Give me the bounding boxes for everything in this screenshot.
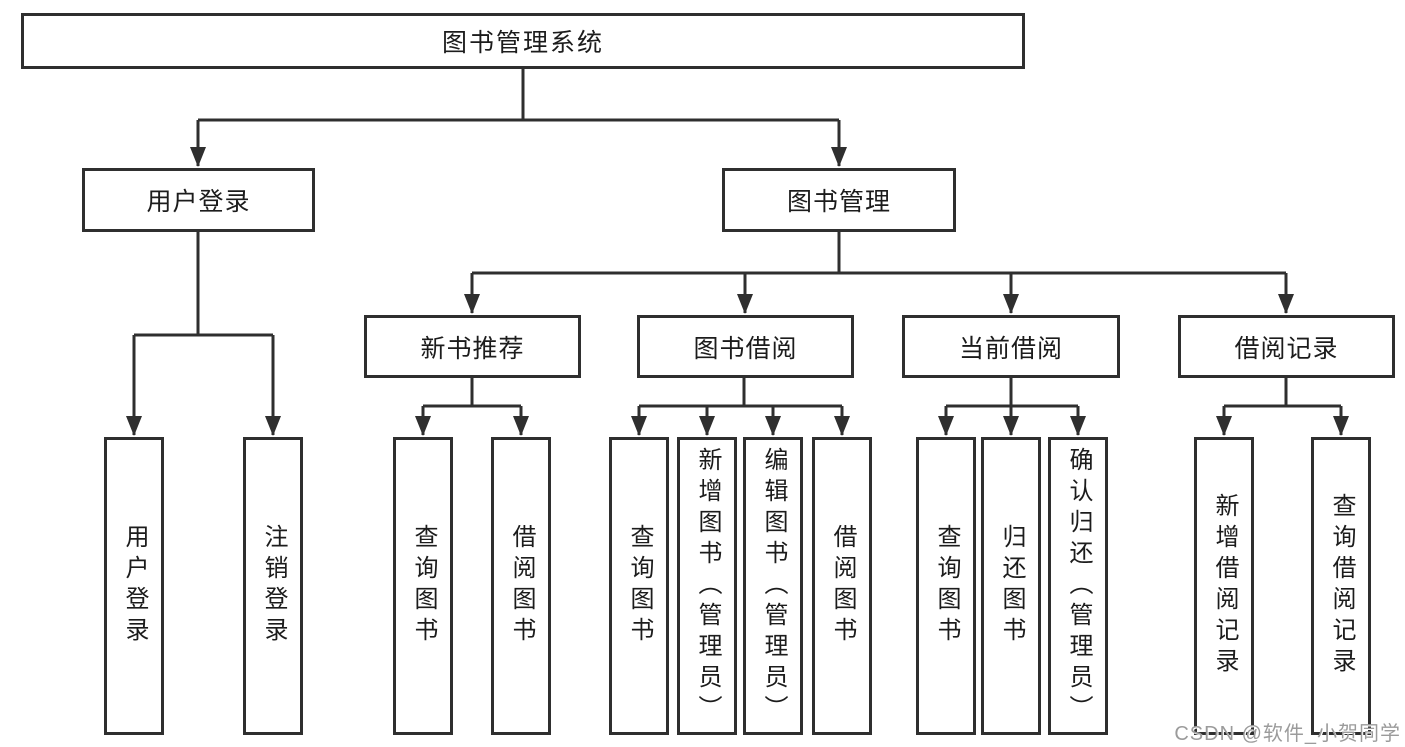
- node-label: 查询图书: [933, 524, 960, 648]
- csdn-watermark: CSDN @软件_小贺同学: [1174, 723, 1401, 745]
- node-label: 新增借阅记录: [1211, 493, 1238, 679]
- node-label: 当前借阅: [958, 334, 1063, 363]
- leaf-records-query-record: 查询借阅记录: [1311, 437, 1371, 735]
- node-label: 图书借阅: [693, 334, 798, 363]
- node-label: 用户登录: [146, 188, 251, 216]
- node-label: 查询借阅记录: [1328, 493, 1355, 679]
- leaf-borrowing-edit-books-admin: 编辑图书（管理员）: [743, 437, 803, 735]
- node-label: 查询图书: [626, 524, 653, 648]
- node-user-login: 用户登录: [82, 168, 315, 232]
- leaf-current-confirm-return-admin: 确认归还（管理员）: [1048, 437, 1108, 735]
- node-label: 用户登录: [121, 524, 148, 648]
- node-new-book-recommend: 新书推荐: [364, 315, 581, 378]
- leaf-logout: 注销登录: [243, 437, 303, 735]
- node-label: 图书管理系统: [441, 29, 604, 57]
- node-label: 借阅记录: [1234, 334, 1339, 363]
- node-book-borrowing: 图书借阅: [637, 315, 854, 378]
- node-label: 新增图书（管理员）: [694, 446, 721, 726]
- node-root: 图书管理系统: [21, 13, 1025, 69]
- node-book-management: 图书管理: [722, 168, 956, 232]
- node-label: 查询图书: [410, 524, 437, 648]
- leaf-current-return-books: 归还图书: [981, 437, 1041, 735]
- leaf-borrowing-add-books-admin: 新增图书（管理员）: [677, 437, 737, 735]
- node-label: 归还图书: [998, 524, 1025, 648]
- leaf-user-login: 用户登录: [104, 437, 164, 735]
- leaf-recommend-query-books: 查询图书: [393, 437, 453, 735]
- node-label: 注销登录: [260, 524, 287, 648]
- leaf-borrowing-borrow-books: 借阅图书: [812, 437, 872, 735]
- leaf-current-query-books: 查询图书: [916, 437, 976, 735]
- node-label: 借阅图书: [829, 524, 856, 648]
- leaf-records-add-record: 新增借阅记录: [1194, 437, 1254, 735]
- leaf-recommend-borrow-books: 借阅图书: [491, 437, 551, 735]
- node-label: 编辑图书（管理员）: [760, 446, 787, 726]
- node-label: 确认归还（管理员）: [1065, 446, 1092, 726]
- node-borrowing-records: 借阅记录: [1178, 315, 1395, 378]
- node-label: 图书管理: [786, 188, 891, 216]
- leaf-borrowing-query-books: 查询图书: [609, 437, 669, 735]
- node-label: 新书推荐: [420, 334, 525, 363]
- node-current-borrowing: 当前借阅: [902, 315, 1120, 378]
- node-label: 借阅图书: [508, 524, 535, 648]
